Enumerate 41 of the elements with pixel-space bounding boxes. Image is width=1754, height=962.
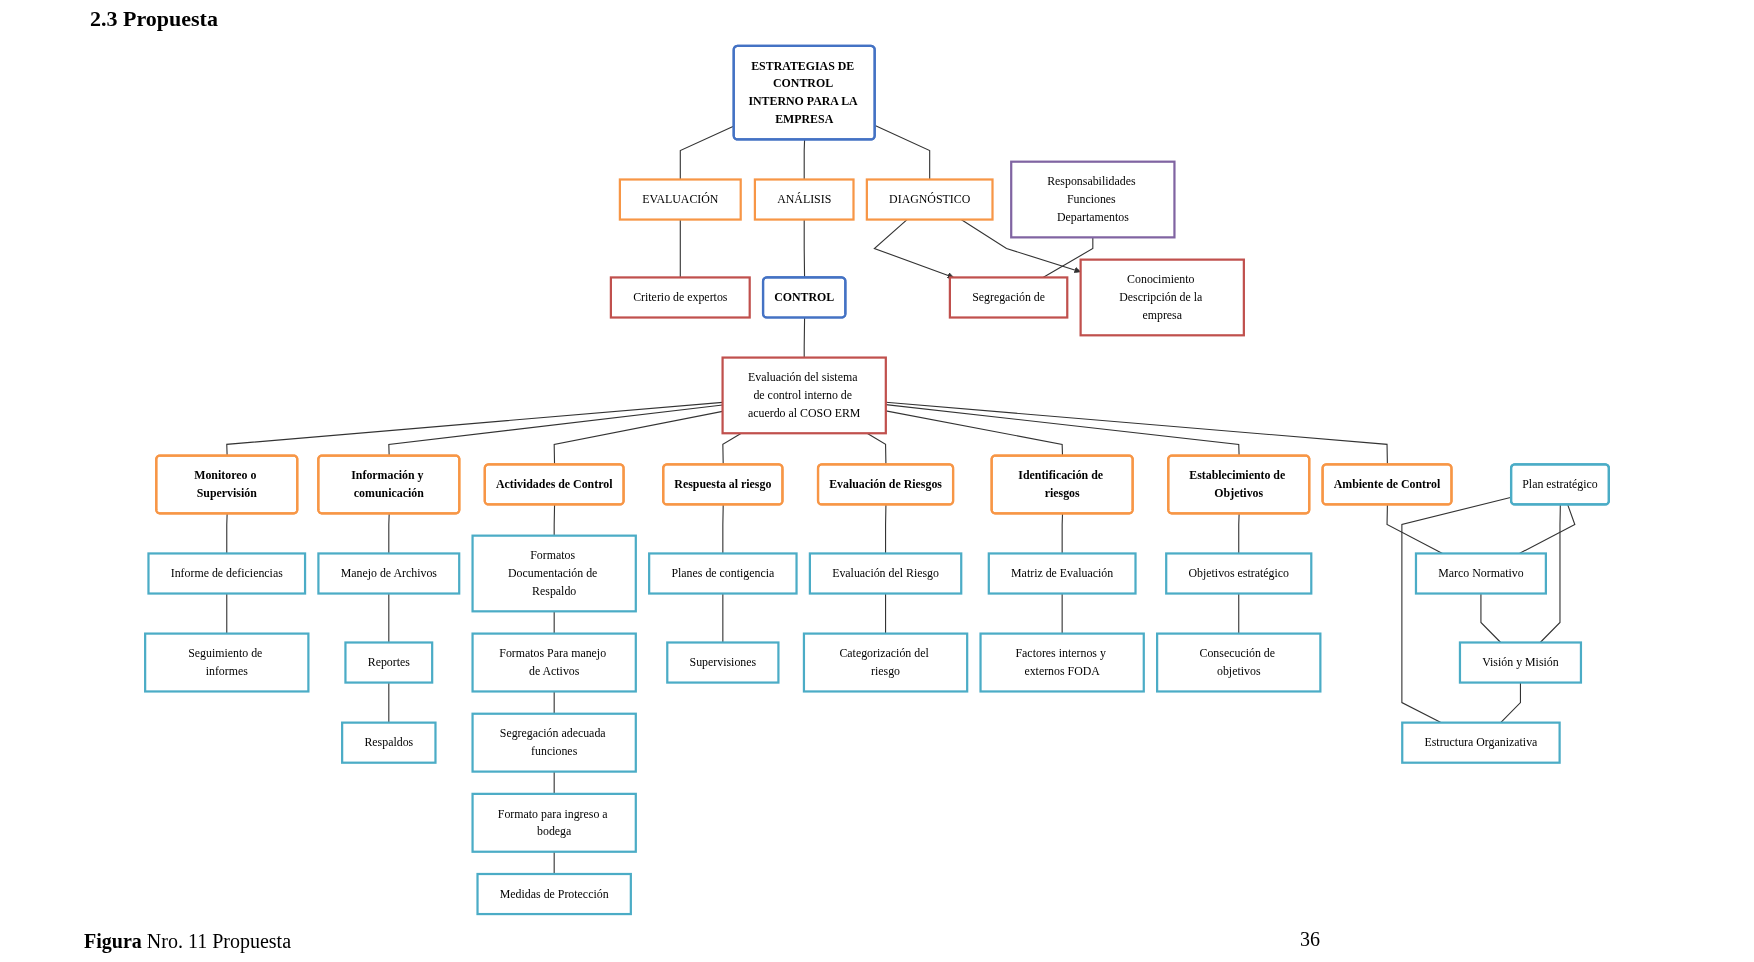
figure-caption: Figura Nro. 11 Propuesta [84, 930, 292, 953]
node-box: Planes de contigencia [648, 552, 798, 595]
node-box: EVALUACIÓN [618, 178, 742, 221]
node-box: Respaldos [341, 721, 437, 764]
node-box: Informe de deficiencias [147, 552, 307, 595]
node-box: Categorización del riesgo [802, 632, 969, 693]
node-box: Estructura Organizativa [1401, 721, 1561, 764]
node-box: Evaluación del Riesgo [808, 552, 963, 595]
node-box: Formatos Para manejo de Activos [471, 632, 637, 693]
connector [226, 513, 228, 554]
node-box: Marco Normativo [1414, 552, 1547, 595]
connector [885, 504, 887, 554]
node-box: Seguimiento de informes [144, 632, 310, 693]
connector [1238, 513, 1240, 554]
node-box: Visión y Misión [1458, 641, 1583, 684]
node-box: Criterio de expertos [609, 276, 751, 319]
node-box: Formatos Documentación de Respaldo [471, 534, 637, 613]
section-title: 2.3 Propuesta [90, 6, 218, 32]
node-box: Responsabilidades Funciones Departamentos [1010, 160, 1176, 239]
node-box: Supervisiones [666, 641, 780, 684]
node-box: Segregación de [948, 276, 1069, 319]
connector [1061, 513, 1064, 554]
node-box: Segregación adecuada funciones [471, 712, 637, 773]
node-box: Factores internos y externos FODA [979, 632, 1145, 693]
page-number: 36 [1300, 928, 1320, 950]
node-box: Reportes [344, 641, 434, 684]
connector [553, 851, 555, 875]
node-box: Formato para ingreso a bodega [471, 792, 637, 853]
node-box: Manejo de Archivos [317, 552, 461, 595]
node-box: Medidas de Protección [476, 872, 632, 916]
node-box: Matriz de Evaluación [987, 552, 1137, 595]
node-box: Conocimiento Descripción de la empresa [1079, 258, 1245, 337]
node-box: Evaluación del sistema de control interno de acuerdo al COSO ERM [721, 356, 887, 435]
node-box: DIAGNÓSTICO [865, 178, 994, 221]
node-box: Consecución de objetivos [1156, 632, 1322, 693]
connector [722, 504, 724, 554]
connector [679, 219, 681, 278]
arrow [873, 219, 954, 279]
connector [388, 513, 390, 554]
node-box: ANÁLISIS [753, 178, 855, 221]
node-box: Objetivos estratégico [1165, 552, 1313, 595]
